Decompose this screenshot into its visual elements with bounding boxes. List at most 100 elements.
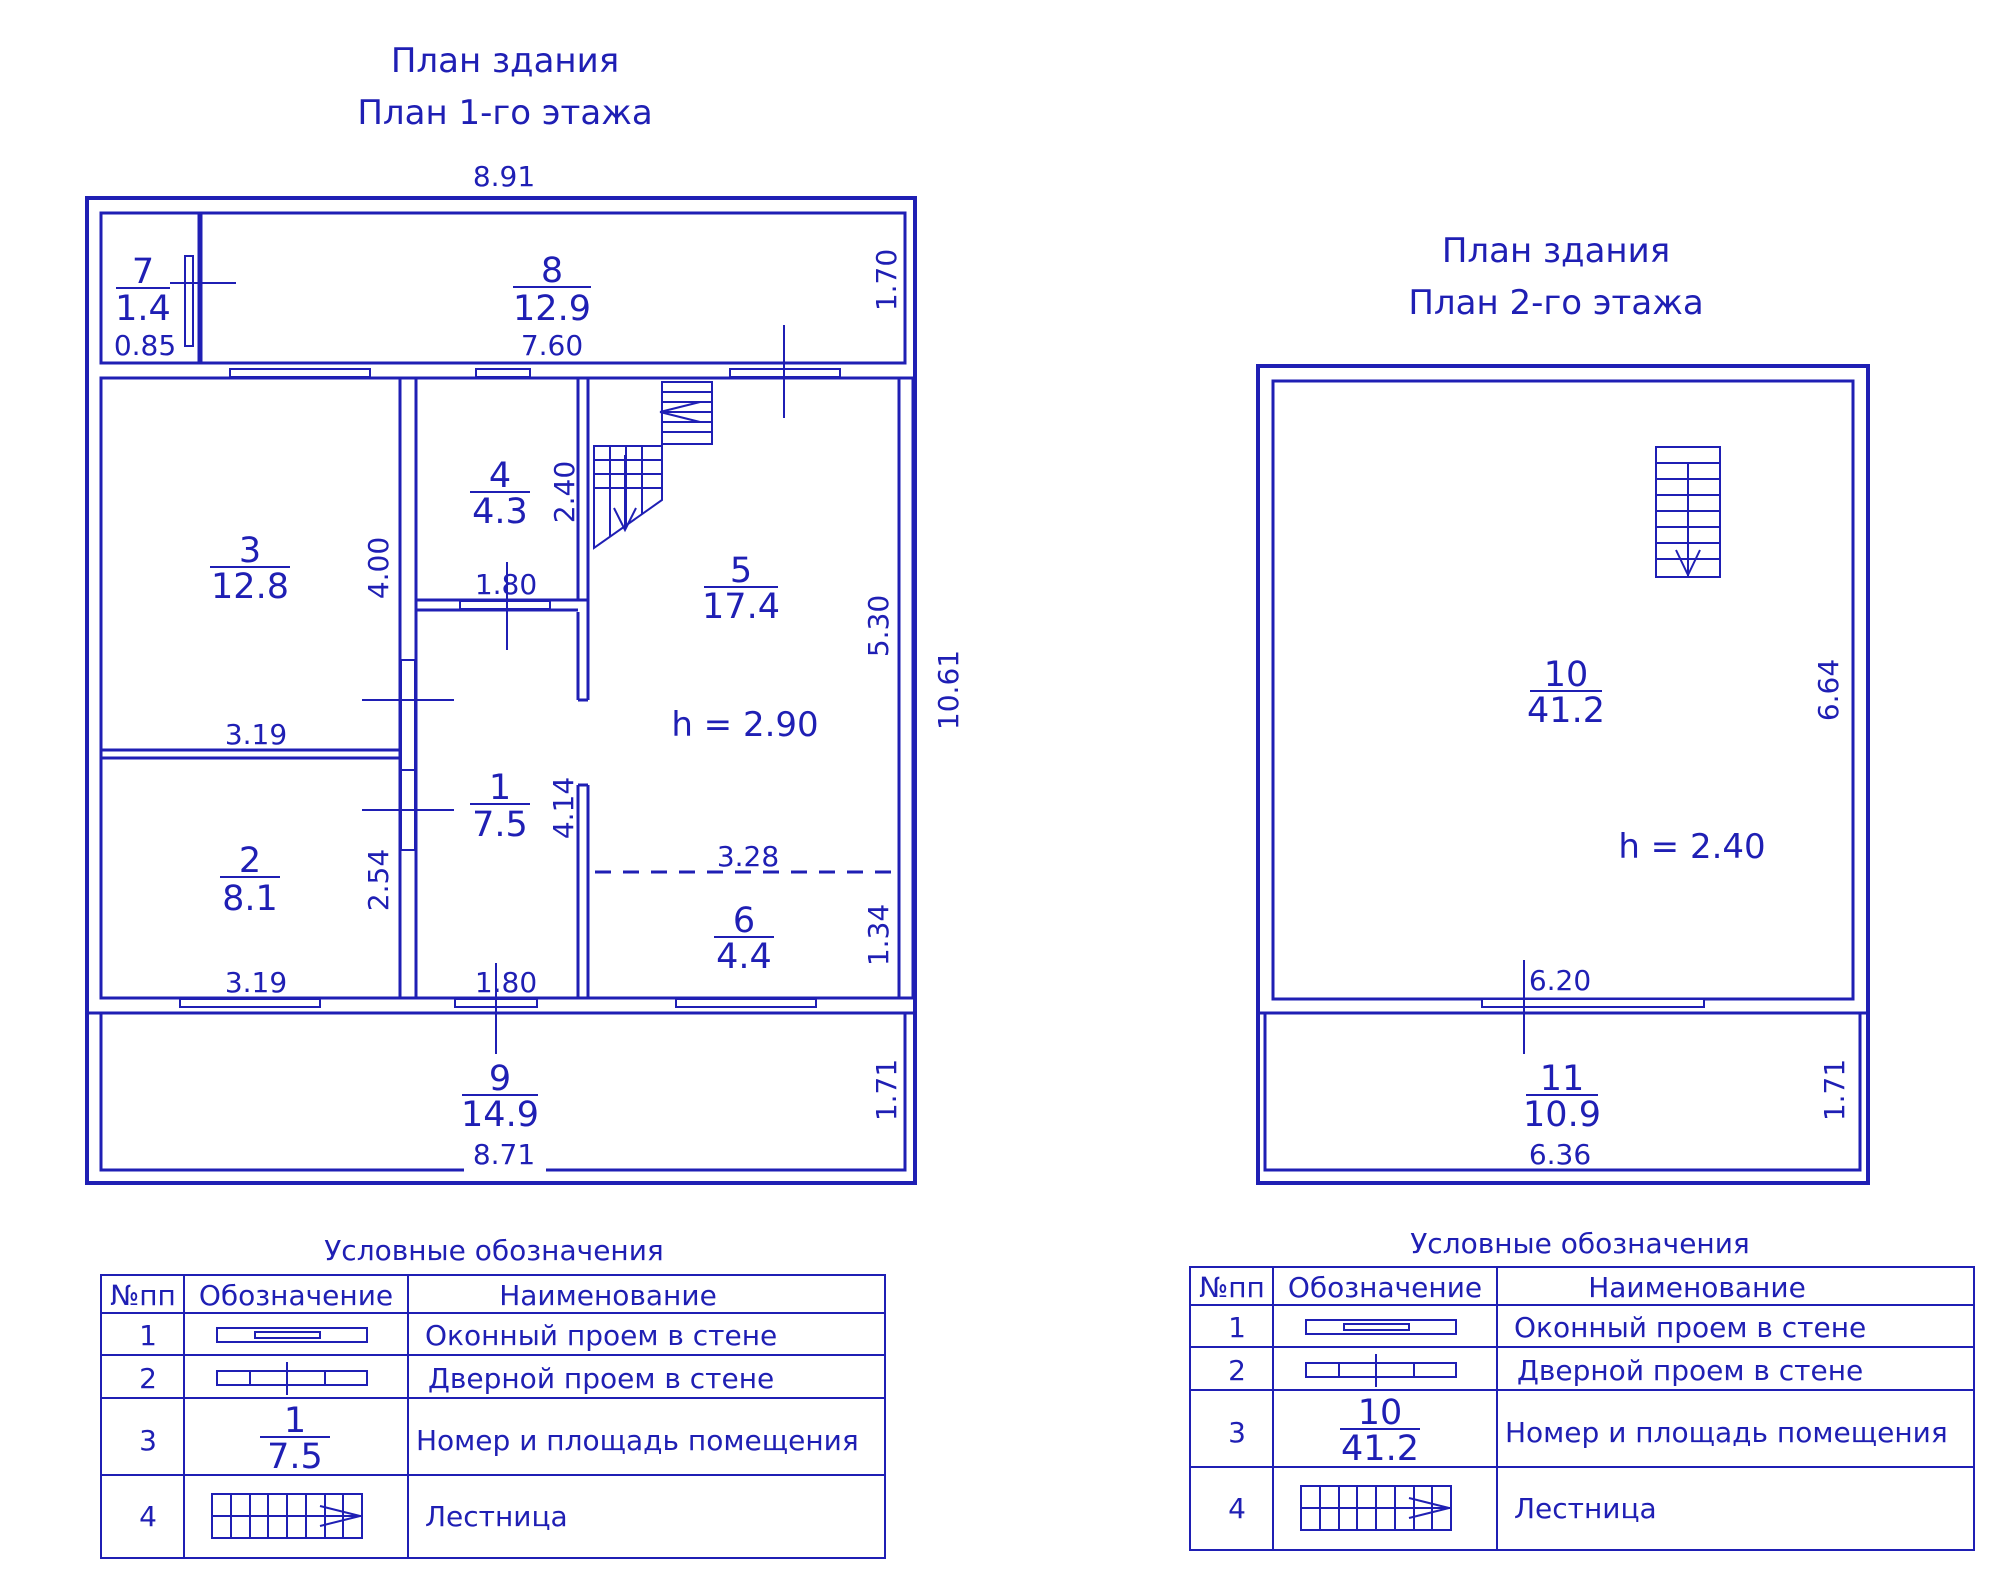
legend1-row2-name: Дверной проем в стене: [428, 1362, 774, 1395]
legend2-row2-no: 2: [1228, 1354, 1246, 1387]
legend1-title: Условные обозначения: [324, 1234, 664, 1267]
svg-text:11: 11: [1540, 1059, 1585, 1099]
door-room3: [400, 659, 416, 771]
legend1-row3-no: 3: [139, 1424, 157, 1457]
window-room3: [229, 368, 371, 378]
legend2-room-symbol: 10 41.2: [1340, 1393, 1420, 1469]
plan2-height-label: h = 2.40: [1618, 827, 1765, 867]
legend2-row3-no: 3: [1228, 1416, 1246, 1449]
room-label-7: 7 1.4: [115, 252, 171, 329]
legend2-row1-name: Оконный проем в стене: [1514, 1311, 1866, 1344]
dim-r10-height: 6.64: [1812, 659, 1845, 721]
svg-text:14.9: 14.9: [461, 1095, 539, 1135]
legend1-row1-name: Оконный проем в стене: [425, 1319, 777, 1352]
legend1-row4-no: 4: [139, 1500, 157, 1533]
window-room6: [675, 998, 817, 1008]
dim-r2-width: 3.19: [225, 966, 287, 999]
svg-text:7.5: 7.5: [472, 805, 528, 845]
room8-wall: [199, 211, 907, 365]
legend1-header-symbol: Обозначение: [199, 1279, 393, 1312]
plan1-height-label: h = 2.90: [671, 705, 818, 745]
door-room4: [459, 600, 551, 610]
legend2-window-symbol: [1305, 1319, 1457, 1335]
svg-text:4: 4: [489, 456, 511, 496]
svg-text:7: 7: [132, 252, 154, 292]
dim-r1-width: 1.80: [475, 966, 537, 999]
svg-text:9: 9: [489, 1059, 511, 1099]
room-label-6: 6 4.4: [714, 901, 774, 977]
window-room2: [179, 998, 321, 1008]
dim-r6-height: 1.34: [862, 904, 895, 966]
svg-text:4.4: 4.4: [716, 937, 772, 977]
plan2-title-line2: План 2-го этажа: [1408, 283, 1703, 323]
plan1: План здания План 1-го этажа: [85, 41, 965, 1185]
svg-text:4.3: 4.3: [472, 492, 528, 532]
svg-text:1.4: 1.4: [115, 289, 171, 329]
dim-r2-height: 2.54: [362, 849, 395, 911]
plan2-outer-wall: [1256, 364, 1870, 1185]
svg-text:5: 5: [730, 551, 752, 591]
plan2-title-line1: План здания: [1442, 231, 1670, 271]
svg-text:6: 6: [733, 901, 755, 941]
room-label-11: 11 10.9: [1523, 1059, 1601, 1135]
room7-wall: [99, 211, 201, 365]
legend2-title: Условные обозначения: [1410, 1227, 1750, 1260]
legend1-row4-name: Лестница: [425, 1500, 568, 1533]
dim-r8-width: 7.60: [521, 329, 583, 362]
room-label-3: 3 12.8: [210, 531, 290, 607]
legend1-window-symbol: [216, 1327, 368, 1343]
legend1-row2-no: 2: [139, 1362, 157, 1395]
plan1-staircase: [593, 381, 713, 550]
plan1-title-line2: План 1-го этажа: [357, 93, 652, 133]
legend2-sample-num: 10: [1358, 1393, 1403, 1433]
legend1-stair-symbol: [211, 1493, 363, 1539]
dim-r4-height: 2.40: [548, 461, 581, 523]
legend1-sample-num: 1: [284, 1401, 306, 1441]
legend1-table: [100, 1274, 886, 1559]
room-label-9: 9 14.9: [461, 1059, 539, 1135]
legend1-row1-no: 1: [139, 1319, 157, 1352]
svg-text:8: 8: [541, 251, 563, 291]
dim-r9-width: 8.71: [473, 1138, 535, 1171]
room-label-1: 1 7.5: [470, 768, 530, 845]
legend2-row2-name: Дверной проем в стене: [1517, 1354, 1863, 1387]
legend2: Условные обозначения №пп Обозначение Наи…: [1189, 1227, 1975, 1551]
dim-r9-height: 1.71: [870, 1059, 903, 1121]
svg-text:17.4: 17.4: [702, 587, 780, 627]
dim-top: 8.91: [473, 160, 535, 193]
legend2-row1-no: 1: [1228, 1311, 1246, 1344]
legend2-row3-name: Номер и площадь помещения: [1505, 1416, 1948, 1449]
dim-r3-width: 3.19: [225, 718, 287, 751]
room-label-5: 5 17.4: [702, 551, 780, 627]
legend2-door-symbol: [1305, 1354, 1457, 1387]
dim-r5-height: 5.30: [862, 595, 895, 657]
svg-text:3: 3: [239, 531, 261, 571]
svg-text:10.9: 10.9: [1523, 1095, 1601, 1135]
legend1-row3-name: Номер и площадь помещения: [416, 1424, 859, 1457]
svg-text:12.8: 12.8: [211, 567, 289, 607]
legend2-header-no: №пп: [1199, 1271, 1265, 1304]
legend1-door-symbol: [216, 1362, 368, 1395]
legend2-header-name: Наименование: [1588, 1271, 1806, 1304]
room-label-8: 8 12.9: [513, 251, 591, 329]
dim-r11-width: 6.36: [1529, 1138, 1591, 1171]
legend1-header-name: Наименование: [499, 1279, 717, 1312]
svg-text:8.1: 8.1: [222, 879, 278, 919]
svg-text:2: 2: [239, 841, 261, 881]
dim-r4-width: 1.80: [475, 568, 537, 601]
room9-porch-wall: [99, 1013, 907, 1172]
plan1-title-line1: План здания: [391, 41, 619, 81]
window-room4: [475, 368, 531, 378]
door-room7: [184, 255, 194, 347]
dim-r10-width: 6.20: [1529, 964, 1591, 997]
legend2-row4-no: 4: [1228, 1492, 1246, 1525]
dim-r7-width: 0.85: [114, 329, 176, 362]
plan1-outer-wall: [85, 196, 917, 1185]
dim-r8-height: 1.70: [870, 249, 903, 311]
plan2: План здания План 2-го этажа 10 41.2: [1256, 231, 1870, 1185]
plan2-window: [1481, 998, 1705, 1008]
legend2-stair-symbol: [1300, 1485, 1452, 1531]
legend1-room-symbol: 1 7.5: [260, 1401, 330, 1477]
legend2-table: [1189, 1266, 1975, 1551]
svg-text:1: 1: [489, 768, 511, 808]
